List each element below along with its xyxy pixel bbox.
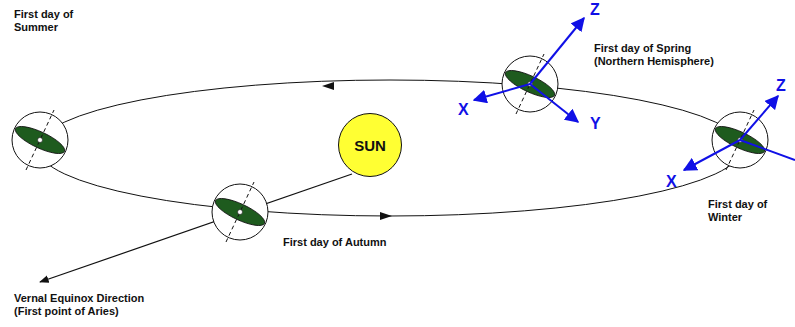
earth-autumn bbox=[212, 182, 268, 242]
node-text: SUN bbox=[354, 137, 386, 154]
earth-summer bbox=[12, 110, 68, 170]
season-label: First day of Summer bbox=[14, 8, 78, 34]
orbit-arrow bbox=[380, 212, 392, 220]
orbit-ellipse bbox=[38, 80, 742, 216]
axis-triad-winter bbox=[684, 96, 795, 170]
season-label: First day of Winter bbox=[708, 198, 770, 224]
vernal-equinox-line bbox=[40, 174, 352, 282]
sun-circle: SUN bbox=[338, 113, 402, 177]
season-label: First day of Autumn bbox=[283, 236, 433, 249]
axis-label: X bbox=[458, 102, 469, 118]
axis-label: Z bbox=[776, 78, 786, 94]
axis-label: Y bbox=[590, 116, 601, 132]
axis-label: X bbox=[666, 174, 677, 190]
axis-triad-spring bbox=[474, 18, 584, 122]
orbit-arrow bbox=[322, 82, 334, 90]
axis-label: Z bbox=[590, 2, 600, 18]
season-label: First day of Spring (Northern Hemisphere… bbox=[594, 42, 744, 68]
direction-label: Vernal Equinox Direction (First point of… bbox=[14, 292, 174, 318]
